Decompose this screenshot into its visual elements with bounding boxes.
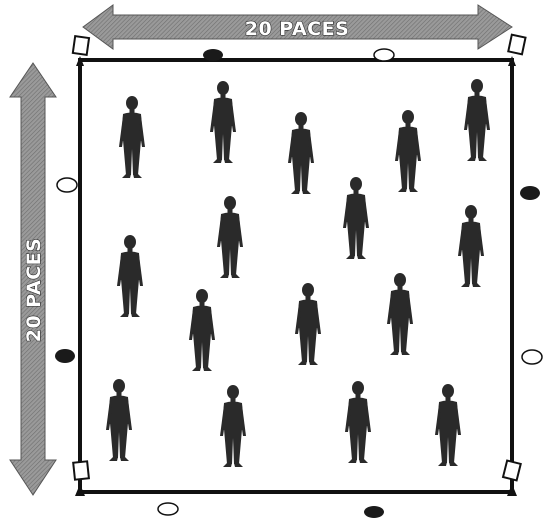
top-dimension-arrow: 20 PACES (83, 5, 512, 49)
player-figure (217, 196, 243, 278)
dark-marker-icon (520, 186, 540, 200)
player-figure (210, 81, 236, 163)
dark-marker-icon (364, 506, 384, 518)
light-marker-icon (57, 178, 77, 192)
player-figure (387, 273, 413, 355)
dark-marker-icon (203, 49, 223, 61)
player-figure (220, 385, 246, 467)
player-figure (288, 112, 314, 194)
dark-marker-icon (55, 349, 75, 363)
player-figure (464, 79, 490, 161)
player-figure (295, 283, 321, 365)
player-figure (117, 235, 143, 317)
player-figure (119, 96, 145, 178)
flag-icon (73, 36, 89, 55)
light-marker-icon (522, 350, 542, 364)
player-figure (435, 384, 461, 466)
flag-icon (73, 461, 89, 479)
light-marker-icon (374, 49, 394, 61)
left-dimension-arrow: 20 PACES (10, 63, 56, 495)
left-arrow-label: 20 PACES (23, 238, 45, 343)
player-figure (106, 379, 132, 461)
player-figure (345, 381, 371, 463)
players (106, 79, 490, 467)
player-figure (458, 205, 484, 287)
top-arrow-label: 20 PACES (245, 18, 350, 40)
flag-icon (508, 35, 525, 55)
flag-icon (503, 461, 521, 481)
light-marker-icon (158, 503, 178, 515)
player-figure (189, 289, 215, 371)
player-figure (395, 110, 421, 192)
player-figure (343, 177, 369, 259)
